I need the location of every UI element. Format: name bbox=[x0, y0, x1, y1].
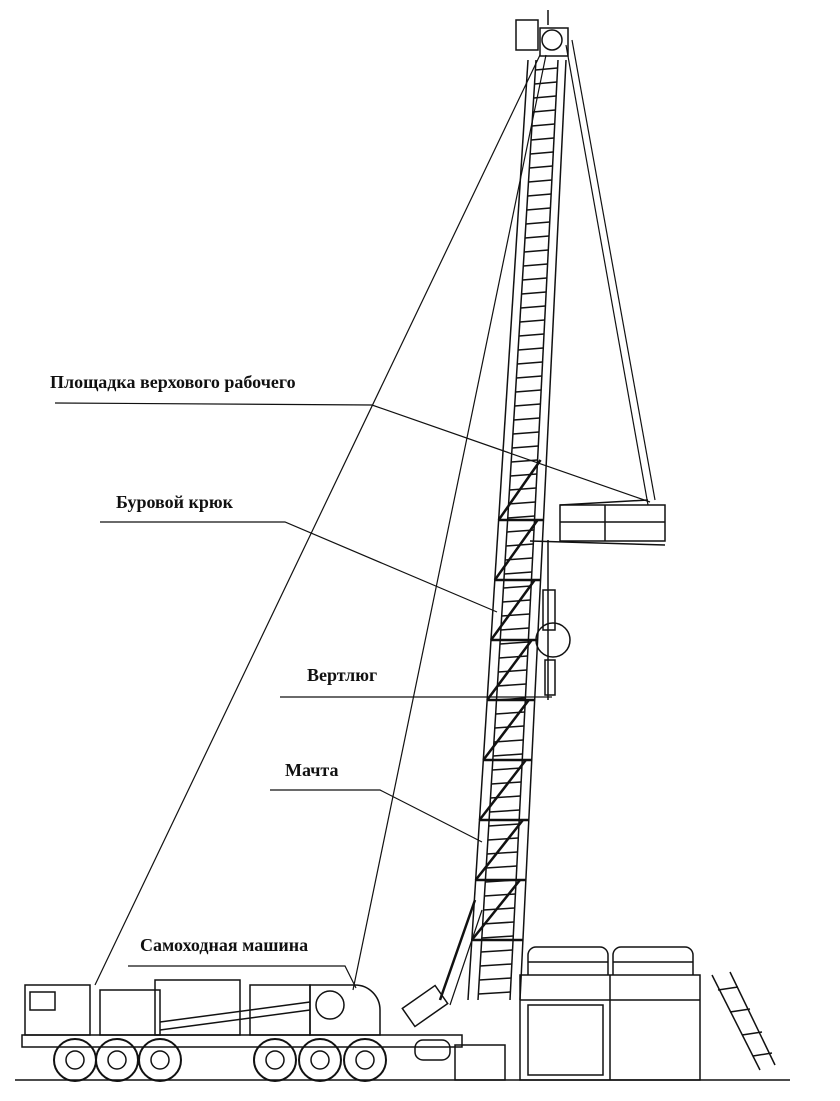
mast-rung bbox=[507, 515, 535, 519]
mast-rung bbox=[530, 151, 554, 155]
mast-rung bbox=[483, 907, 515, 911]
wheel-hub bbox=[310, 1050, 330, 1070]
mast-rung bbox=[520, 305, 546, 309]
mast-rung bbox=[518, 347, 544, 351]
mast-rung bbox=[514, 403, 541, 407]
mast-rung bbox=[504, 571, 532, 575]
label-swivel: Вертлюг bbox=[307, 665, 378, 685]
wheel-hub bbox=[150, 1050, 170, 1070]
mast-rung bbox=[501, 613, 530, 617]
mast-rung bbox=[498, 669, 527, 673]
mast-rung bbox=[512, 431, 539, 435]
mast-rung bbox=[492, 767, 522, 771]
mast-rung bbox=[524, 249, 549, 253]
self-propelled-vehicle bbox=[21, 899, 483, 1082]
mast-rung bbox=[486, 851, 518, 855]
mast-rung bbox=[503, 585, 532, 589]
mast-rung bbox=[516, 375, 542, 379]
substructure bbox=[454, 946, 776, 1081]
mast-brace bbox=[482, 699, 530, 761]
mast-rung bbox=[524, 235, 549, 239]
mast bbox=[467, 59, 567, 1001]
hook-and-swivel bbox=[535, 540, 571, 700]
mast-rung bbox=[526, 207, 551, 211]
mast-rung bbox=[508, 501, 536, 505]
mast-rung bbox=[486, 865, 517, 869]
mast-rung bbox=[480, 963, 512, 967]
mast-rung bbox=[491, 781, 522, 785]
mast-brace bbox=[478, 759, 527, 821]
mast-rung bbox=[490, 795, 521, 799]
mast-brace bbox=[470, 879, 521, 941]
mast-rung bbox=[531, 123, 555, 127]
mast-rung bbox=[530, 137, 554, 141]
mast-brace bbox=[497, 459, 542, 521]
mast-rung bbox=[493, 739, 524, 743]
mast-rung bbox=[493, 753, 523, 757]
mast-rung bbox=[489, 809, 520, 813]
wheel-hub bbox=[65, 1050, 85, 1070]
mast-rung bbox=[499, 641, 529, 645]
wheel-hub bbox=[355, 1050, 375, 1070]
mast-rung bbox=[484, 893, 516, 897]
mast-rung bbox=[479, 977, 512, 981]
wheel bbox=[95, 1038, 139, 1082]
crown-block bbox=[515, 10, 569, 57]
mast-rung bbox=[502, 599, 531, 603]
wheel bbox=[138, 1038, 182, 1082]
mast-rung bbox=[500, 627, 529, 631]
mast-rung bbox=[509, 487, 537, 491]
wheel-hub bbox=[107, 1050, 127, 1070]
mast-rung bbox=[523, 263, 548, 267]
mast-rung bbox=[512, 445, 539, 449]
mast-rung bbox=[525, 221, 550, 225]
label-monkey-board: Площадка верхового рабочего bbox=[50, 372, 296, 392]
mast-rung bbox=[482, 921, 514, 925]
wheel bbox=[298, 1038, 342, 1082]
mast-rung bbox=[478, 991, 511, 995]
mast-brace bbox=[486, 639, 533, 701]
mast-brace bbox=[489, 579, 536, 641]
mast-rung bbox=[513, 417, 540, 421]
mast-rung bbox=[518, 333, 544, 337]
mast-rung bbox=[533, 95, 557, 99]
mast-rung bbox=[480, 949, 513, 953]
mast-rung bbox=[481, 935, 514, 939]
mast-rung bbox=[519, 319, 545, 323]
mast-rung bbox=[529, 165, 553, 169]
mast-rung bbox=[511, 459, 538, 463]
mast-rung bbox=[499, 655, 528, 659]
wheel bbox=[343, 1038, 387, 1082]
mast-rung bbox=[487, 837, 519, 841]
wheel bbox=[253, 1038, 297, 1082]
monkey-board-platform bbox=[529, 499, 666, 546]
wheel-hub bbox=[265, 1050, 285, 1070]
mast-rung bbox=[510, 473, 537, 477]
wheel bbox=[53, 1038, 97, 1082]
wheels bbox=[53, 1038, 387, 1082]
mast-brace bbox=[474, 819, 524, 881]
mast-braces bbox=[470, 459, 544, 942]
label-drilling-hook: Буровой крюк bbox=[116, 492, 233, 512]
leader-lines bbox=[54, 402, 651, 989]
mast-brace bbox=[493, 519, 539, 581]
mast-rung bbox=[517, 361, 543, 365]
mast-rung bbox=[528, 179, 552, 183]
mast-rung bbox=[522, 277, 547, 281]
mast-rung bbox=[532, 109, 556, 113]
mast-rung bbox=[521, 291, 547, 295]
mast-rung bbox=[497, 683, 527, 687]
guy-lines bbox=[94, 39, 656, 991]
label-mast: Мачта bbox=[285, 760, 339, 780]
mast-rung bbox=[535, 67, 558, 71]
label-self-propelled-vehicle: Самоходная машина bbox=[140, 935, 309, 955]
mast-rung bbox=[515, 389, 542, 393]
mast-rung bbox=[527, 193, 552, 197]
mast-rungs bbox=[478, 67, 558, 995]
mast-rung bbox=[534, 81, 557, 85]
mast-rung bbox=[488, 823, 519, 827]
